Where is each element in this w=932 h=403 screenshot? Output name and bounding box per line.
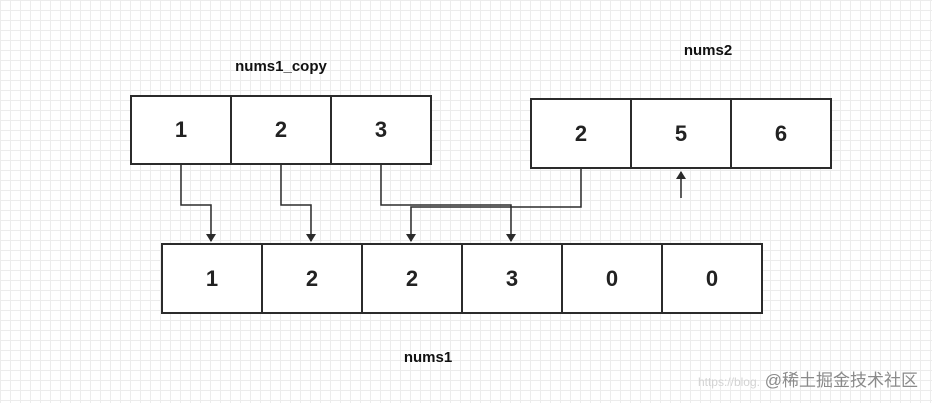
nums1-copy-cell: 2 (232, 97, 332, 163)
nums1-cell: 0 (705, 265, 719, 291)
nums1-cell: 0 (563, 245, 663, 312)
nums1-copy-label: nums1_copy (235, 58, 327, 75)
watermark-text: @稀土掘金技术社区 (764, 371, 918, 390)
nums1-array: 1 2 2 3 0 0 (161, 243, 763, 314)
connector-copy-1 (180, 165, 216, 242)
nums1-cell: 2 (363, 245, 463, 312)
nums1-cell: 2 (263, 245, 363, 312)
nums1-cell: 3 (463, 245, 563, 312)
nums1-copy-cell: 3 (374, 117, 388, 142)
nums1-cell: 1 (163, 245, 263, 312)
connector-copy-2 (280, 165, 316, 242)
nums2-label: nums2 (683, 42, 733, 59)
nums1-label: nums1 (403, 349, 453, 366)
connector-nums2-2 (406, 169, 582, 242)
nums1-copy-array: 1 2 3 (130, 95, 432, 165)
nums1-copy-cell: 1 (132, 97, 232, 163)
watermark: https://blog. @稀土掘金技术社区 (698, 366, 918, 391)
connector-copy-3 (380, 165, 516, 242)
watermark-faint-text: https://blog. (697, 375, 760, 389)
nums2-cell: 2 (532, 100, 632, 167)
nums2-cell: 5 (632, 100, 732, 167)
nums2-cell: 6 (774, 120, 788, 146)
nums2-array: 2 5 6 (530, 98, 832, 169)
